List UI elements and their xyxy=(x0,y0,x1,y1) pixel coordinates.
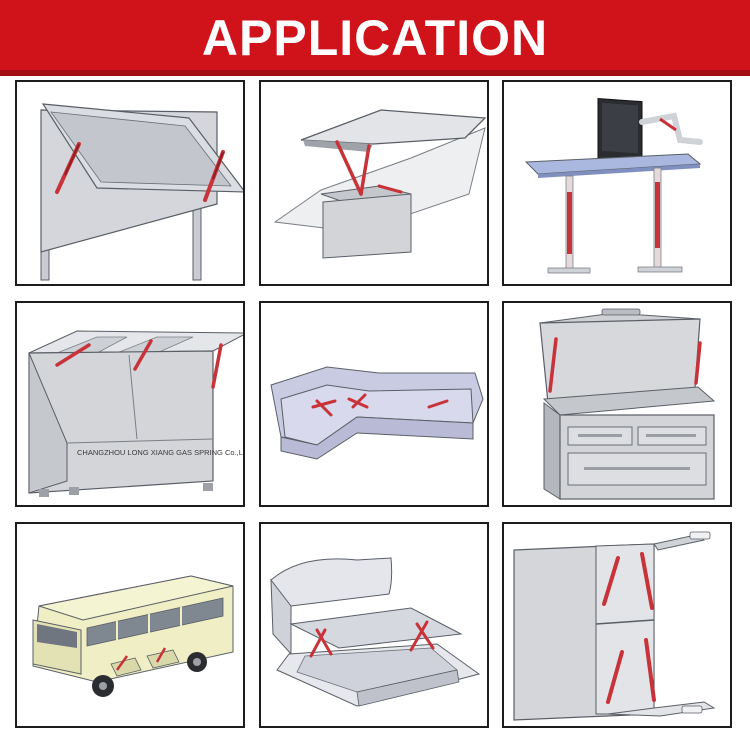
application-tile-storage-bed xyxy=(259,522,489,728)
application-tile-display-board xyxy=(15,80,245,286)
application-tile-skylight xyxy=(259,80,489,286)
skylight-hatch-icon xyxy=(273,109,487,259)
application-tile-corner-sofa xyxy=(259,301,489,507)
application-tile-cabinet-door xyxy=(502,522,732,728)
application-tile-standing-desk xyxy=(502,80,732,286)
storage-bed-icon xyxy=(270,557,481,707)
application-grid: CHANGZHOU LONG XIANG GAS SPRING Co.,Ltd xyxy=(15,80,735,730)
banner-shadow xyxy=(0,70,750,76)
company-imprint: CHANGZHOU LONG XIANG GAS SPRING Co.,Ltd xyxy=(77,448,243,457)
cabinet-door-icon xyxy=(513,531,716,721)
storage-bin-cabinet-icon: CHANGZHOU LONG XIANG GAS SPRING Co.,Ltd xyxy=(28,330,243,497)
application-tile-tool-chest xyxy=(502,301,732,507)
application-tile-storage-bin: CHANGZHOU LONG XIANG GAS SPRING Co.,Ltd xyxy=(15,301,245,507)
corner-sofa-icon xyxy=(270,366,484,460)
standing-desk-monitor-arm-icon xyxy=(524,98,703,274)
header-banner: APPLICATION xyxy=(0,0,750,76)
page-title: APPLICATION xyxy=(201,10,549,66)
tool-chest-icon xyxy=(539,308,716,500)
display-board-icon xyxy=(40,103,243,281)
application-tile-bus xyxy=(15,522,245,728)
bus-luggage-compartment-icon xyxy=(32,575,234,697)
